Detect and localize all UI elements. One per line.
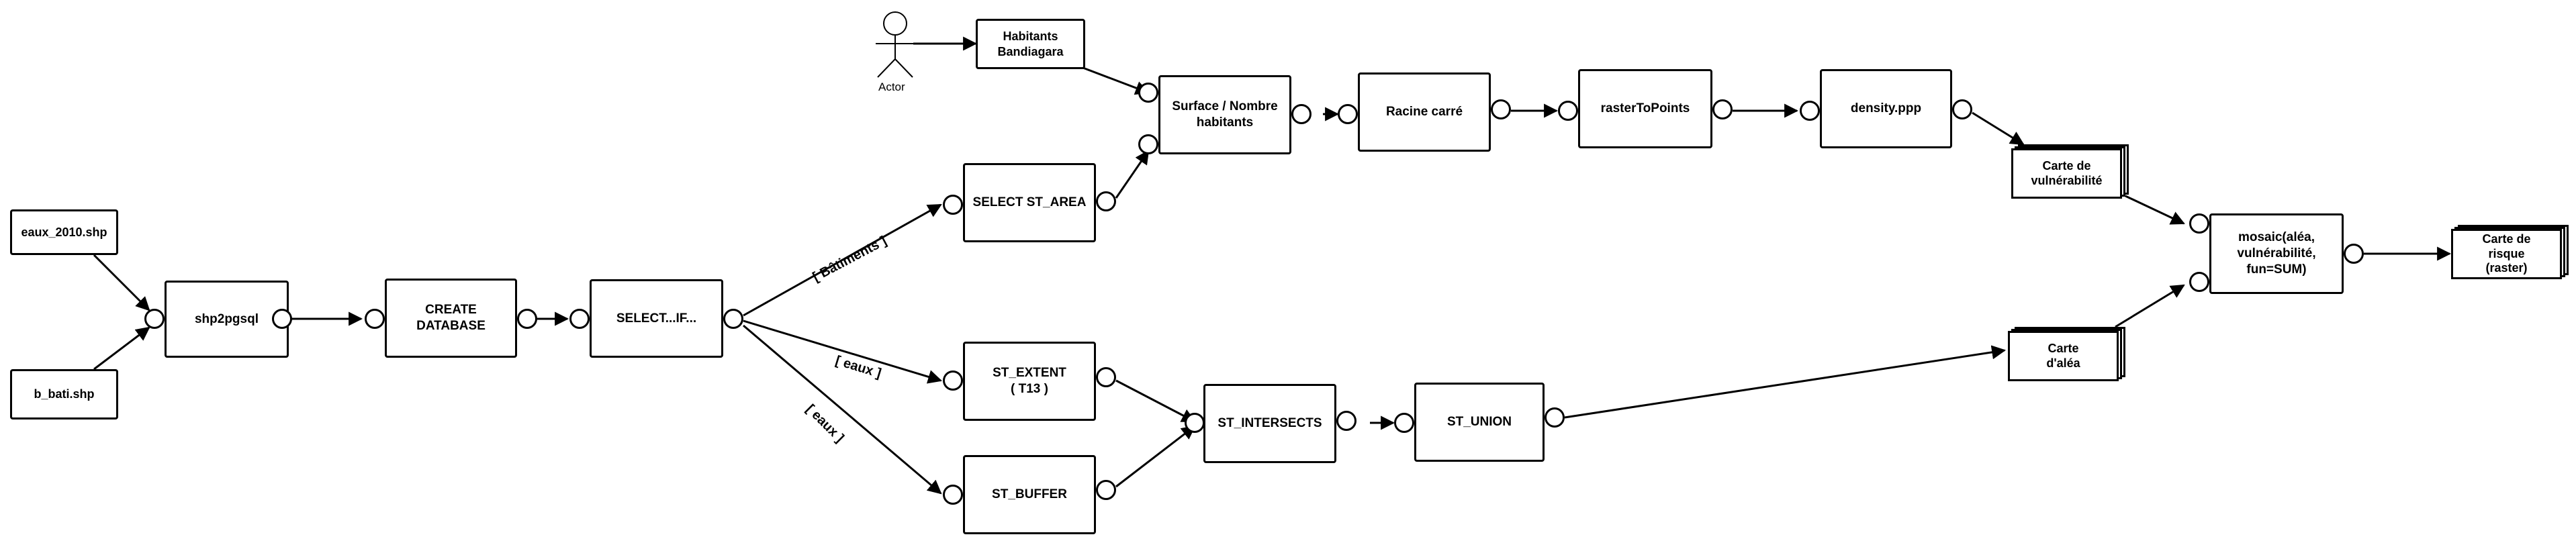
edge-density-to-vuln <box>1972 111 2025 146</box>
edge-bati-to-shp2pgsql <box>93 326 150 370</box>
edge-habitants-to-surface <box>1080 66 1150 95</box>
st-union-box[interactable]: ST_UNION <box>1414 383 1545 462</box>
edge-alea-to-mosaic <box>2115 284 2185 328</box>
actor-icon <box>876 11 915 78</box>
port-shp2pgsql-in[interactable] <box>144 309 165 329</box>
st-intersects-box[interactable]: ST_INTERSECTS <box>1203 384 1336 463</box>
input-eaux-shp[interactable]: eaux_2010.shp <box>10 209 118 255</box>
surface-nombre-box[interactable]: Surface / Nombre habitants <box>1158 75 1291 154</box>
port-select-out[interactable] <box>723 309 743 329</box>
edge-eaux-to-shp2pgsql <box>93 254 150 311</box>
port-area-out[interactable] <box>1096 191 1116 211</box>
actor-label: Actor <box>878 81 905 93</box>
racine-carre-box[interactable]: Racine carré <box>1358 72 1491 152</box>
edge-area-to-surface <box>1115 150 1150 199</box>
port-extent-in[interactable] <box>943 370 963 391</box>
port-intersects-in[interactable] <box>1185 413 1205 433</box>
carte-risque-label: Carte de risque (raster) <box>2451 229 2562 279</box>
port-area-in[interactable] <box>943 195 963 215</box>
port-union-in[interactable] <box>1394 413 1414 433</box>
port-surface-out[interactable] <box>1291 104 1312 124</box>
port-mosaic-in-top[interactable] <box>2189 213 2209 234</box>
port-raster-out[interactable] <box>1712 99 1733 119</box>
select-st-area-box[interactable]: SELECT ST_AREA <box>963 163 1096 242</box>
port-shp2pgsql-out[interactable] <box>272 309 292 329</box>
density-ppp-box[interactable]: density.ppp <box>1820 69 1952 148</box>
input-bati-shp[interactable]: b_bati.shp <box>10 369 118 419</box>
port-racine-in[interactable] <box>1338 104 1358 124</box>
edge-extent-to-intersects <box>1115 379 1196 423</box>
raster-to-points-box[interactable]: rasterToPoints <box>1578 69 1712 148</box>
port-buffer-out[interactable] <box>1096 480 1116 500</box>
port-surface-in-bottom[interactable] <box>1138 134 1158 154</box>
carte-vulnerabilite-doc[interactable]: Carte de vulnérabilité <box>2011 144 2129 199</box>
port-buffer-in[interactable] <box>943 485 963 505</box>
mosaic-box[interactable]: mosaic(aléa, vulnérabilité, fun=SUM) <box>2209 213 2344 294</box>
edge-buffer-to-intersects <box>1115 425 1196 488</box>
edge-vuln-to-mosaic <box>2125 195 2185 225</box>
create-database-box[interactable]: CREATE DATABASE <box>385 279 517 358</box>
port-extent-out[interactable] <box>1096 367 1116 387</box>
shp2pgsql-box[interactable]: shp2pgsql <box>165 281 289 358</box>
carte-alea-label: Carte d'aléa <box>2008 331 2119 381</box>
edge-select-to-buffer <box>743 324 942 495</box>
port-create-out[interactable] <box>517 309 537 329</box>
port-select-in[interactable] <box>569 309 590 329</box>
edge-select-to-area <box>743 203 942 317</box>
carte-risque-doc[interactable]: Carte de risque (raster) <box>2451 225 2569 280</box>
carte-vulnerabilite-label: Carte de vulnérabilité <box>2011 148 2122 199</box>
carte-alea-doc[interactable]: Carte d'aléa <box>2008 327 2125 382</box>
edge-select-to-extent <box>743 319 943 384</box>
port-racine-out[interactable] <box>1491 99 1511 119</box>
select-if-box[interactable]: SELECT...IF... <box>590 279 723 358</box>
port-surface-in-top[interactable] <box>1138 83 1158 103</box>
port-density-out[interactable] <box>1952 99 1972 119</box>
port-intersects-out[interactable] <box>1336 411 1356 431</box>
habitants-box[interactable]: Habitants Bandiagara <box>976 19 1085 69</box>
port-mosaic-out[interactable] <box>2344 244 2364 264</box>
st-extent-box[interactable]: ST_EXTENT ( T13 ) <box>963 342 1096 421</box>
port-create-in[interactable] <box>365 309 385 329</box>
st-buffer-box[interactable]: ST_BUFFER <box>963 455 1096 534</box>
port-raster-in[interactable] <box>1558 101 1578 121</box>
edge-union-to-alea <box>1564 345 2007 419</box>
port-mosaic-in-bottom[interactable] <box>2189 272 2209 292</box>
port-density-in[interactable] <box>1800 101 1820 121</box>
port-union-out[interactable] <box>1545 407 1565 428</box>
